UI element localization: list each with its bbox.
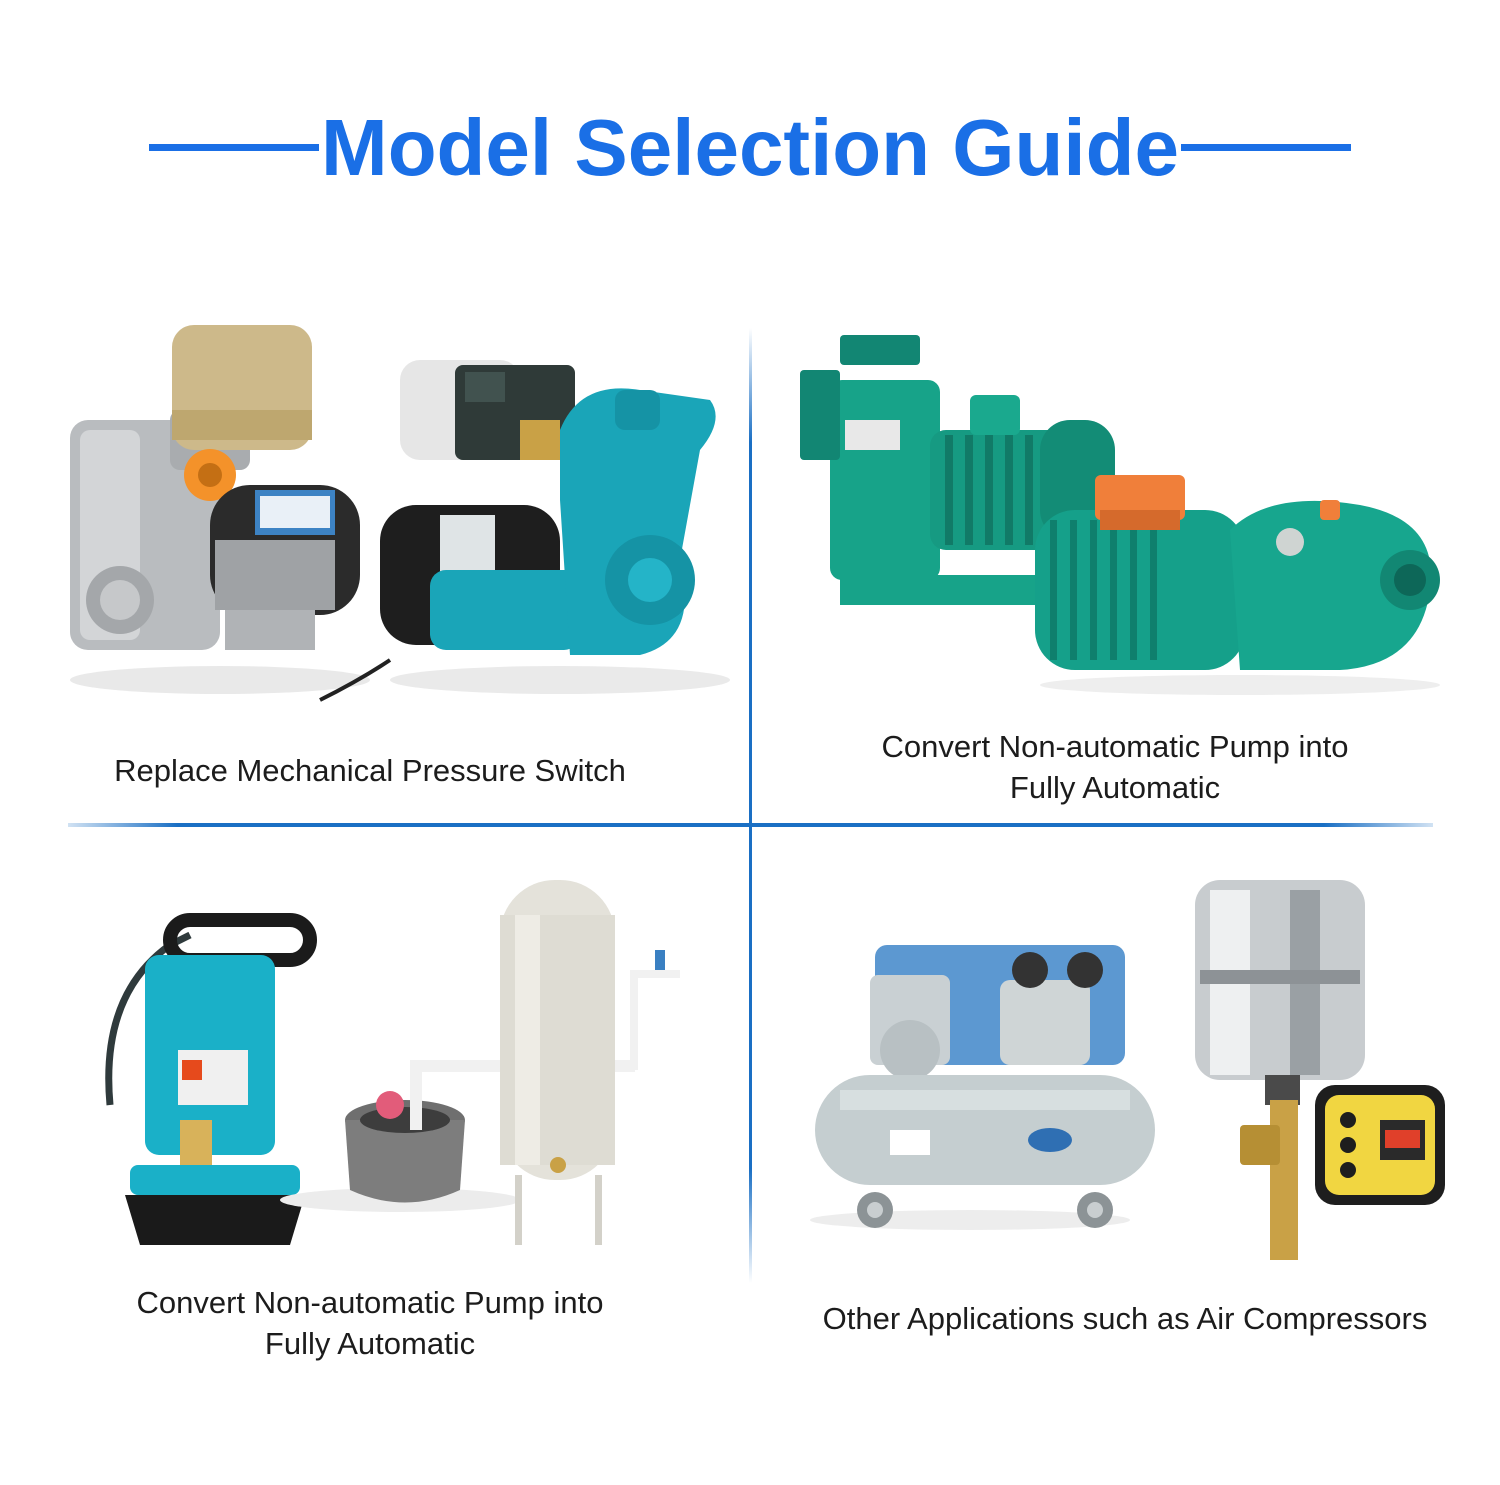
caption-line: Convert Non-automatic Pump into xyxy=(881,729,1349,764)
caption-line: Replace Mechanical Pressure Switch xyxy=(114,753,626,788)
caption-line: Fully Automatic xyxy=(264,1326,476,1361)
panel-top-left-illustration xyxy=(70,325,730,702)
caption-line: Other Applications such as Air Compresso… xyxy=(822,1301,1428,1336)
panel-bottom-right-illustration xyxy=(810,880,1445,1260)
title-line-left xyxy=(149,144,320,151)
panel-top-right-illustration xyxy=(800,335,1440,695)
panel-top-right-caption: Convert Non-automatic Pump into Fully Au… xyxy=(800,726,1430,808)
horizontal-divider xyxy=(68,823,1433,827)
page-title-row: Model Selection Guide xyxy=(0,100,1500,195)
panel-top-left-caption: Replace Mechanical Pressure Switch xyxy=(60,750,680,791)
caption-line: Fully Automatic xyxy=(1009,770,1221,805)
title-line-right xyxy=(1180,144,1351,151)
automatic-booster-pump-image xyxy=(319,360,730,702)
jet-pump-image xyxy=(1035,475,1440,695)
caption-line: Convert Non-automatic Pump into xyxy=(136,1285,604,1320)
page-title: Model Selection Guide xyxy=(321,103,1179,192)
vertical-divider xyxy=(749,328,752,1283)
panel-bottom-left-caption: Convert Non-automatic Pump into Fully Au… xyxy=(60,1282,680,1364)
booster-pump-with-pressure-tank-image xyxy=(70,325,370,694)
panel-bottom-right-caption: Other Applications such as Air Compresso… xyxy=(770,1298,1480,1339)
air-compressor-image xyxy=(810,945,1155,1230)
submersible-pump-image xyxy=(105,913,317,1245)
vertical-water-tank-image xyxy=(500,880,680,1245)
pressure-tank-with-digital-switch-image xyxy=(1195,880,1445,1260)
panel-bottom-left-illustration xyxy=(105,880,680,1245)
